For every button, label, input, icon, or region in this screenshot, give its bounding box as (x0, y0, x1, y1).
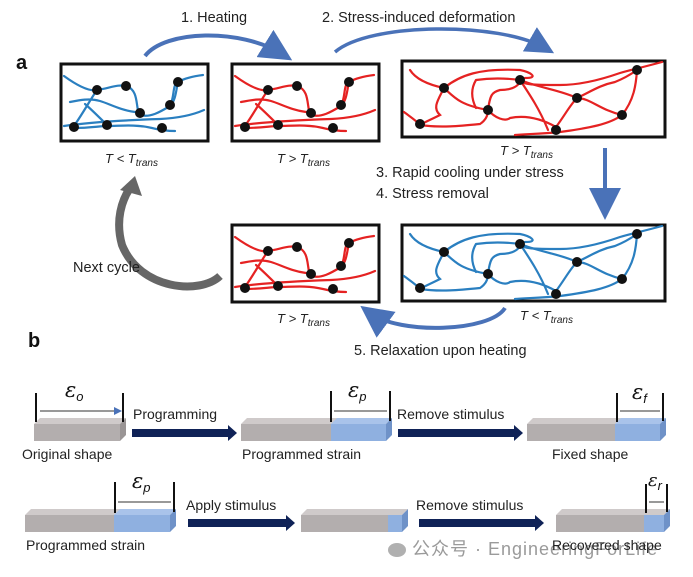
step-removal: 4. Stress removal (376, 186, 489, 202)
caption-original-shape: Original shape (22, 446, 113, 462)
network-box-deformed (400, 59, 667, 139)
wechat-icon (388, 543, 406, 557)
deformation-arrow (333, 27, 555, 54)
caption-recovered-shape: Recovered shape (552, 537, 662, 553)
network-box-initial (59, 62, 210, 143)
temp-caption-heated: T > Ttrans (277, 151, 330, 169)
relaxation-arrow (360, 305, 507, 338)
bar-programmed-strain (241, 391, 392, 441)
arrow-apply-stimulus (188, 515, 295, 531)
bar-original-shape (34, 393, 126, 441)
heating-arrow (143, 29, 293, 61)
arrow-remove-stimulus-1 (398, 425, 523, 441)
network-box-fixed (400, 223, 667, 303)
label-programming: Programming (133, 406, 218, 422)
caption-programmed-strain-2: Programmed strain (26, 537, 146, 553)
temp-caption-initial: T < Ttrans (105, 151, 158, 169)
epsilon-r: εr (648, 470, 663, 493)
bar-programmed-strain-2 (25, 482, 176, 532)
label-remove-stimulus-2: Remove stimulus (416, 497, 524, 513)
temp-caption-fixed: T < Ttrans (520, 308, 573, 326)
bar-fixed-shape (527, 393, 666, 441)
panel-label-b: b (28, 330, 41, 352)
step-heating: 1. Heating (181, 10, 248, 26)
epsilon-f: εf (632, 380, 647, 406)
watermark: 公众号 · EngineeringForLife (388, 535, 658, 561)
temp-caption-recovered: T > Ttrans (277, 311, 330, 329)
bar-intermediate (301, 509, 408, 532)
arrow-programming (132, 425, 237, 441)
epsilon-o: εo (65, 378, 84, 404)
epsilon-p-2: εp (132, 469, 151, 495)
bar-recovered-shape (556, 484, 670, 532)
next-cycle-label: Next cycle (73, 260, 140, 276)
crosslink-points (69, 77, 183, 133)
label-remove-stimulus-1: Remove stimulus (397, 406, 505, 422)
label-apply-stimulus: Apply stimulus (186, 497, 277, 513)
step-cooling: 3. Rapid cooling under stress (376, 165, 564, 181)
epsilon-p: εp (348, 378, 367, 404)
network-box-heated (230, 62, 381, 143)
caption-programmed-strain: Programmed strain (242, 446, 362, 462)
step-relaxation: 5. Relaxation upon heating (354, 343, 527, 359)
temp-caption-deformed: T > Ttrans (500, 143, 553, 161)
panel-label-a: a (16, 52, 28, 74)
caption-fixed-shape: Fixed shape (552, 446, 629, 462)
network-box-recovered (230, 223, 381, 304)
next-cycle-arrow (115, 176, 223, 291)
step-deformation: 2. Stress-induced deformation (322, 10, 516, 26)
arrow-remove-stimulus-2 (419, 515, 544, 531)
